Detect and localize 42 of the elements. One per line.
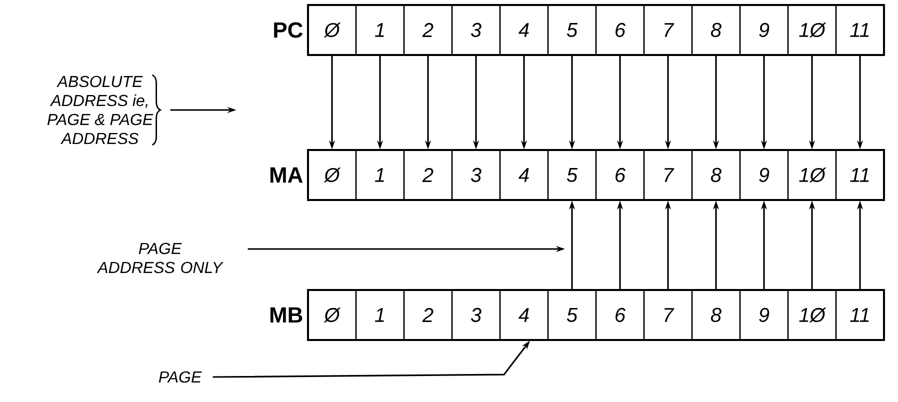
- register-cell: 9: [739, 289, 789, 341]
- register-cell: 3: [451, 4, 501, 56]
- register-cell: 6: [595, 149, 645, 201]
- node-label: MA: [270, 167, 303, 183]
- register-cell: 1Ø: [787, 289, 837, 341]
- register-cell: 8: [691, 289, 741, 341]
- node-label: PC: [274, 22, 303, 38]
- register-cell: 5: [547, 289, 597, 341]
- register-cell: 11: [835, 4, 885, 56]
- register-cell: 4: [499, 149, 549, 201]
- annotation-text: PAGE: [158, 371, 202, 383]
- register-cell: 1: [355, 149, 405, 201]
- register-cell: 11: [835, 289, 885, 341]
- register-cell: Ø: [307, 289, 357, 341]
- register-cell: Ø: [307, 149, 357, 201]
- register-cell: 3: [451, 149, 501, 201]
- register-cell: 5: [547, 4, 597, 56]
- register-cell: 7: [643, 289, 693, 341]
- register-cell: Ø: [307, 4, 357, 56]
- register-cell: 3: [451, 289, 501, 341]
- register-cell: 6: [595, 289, 645, 341]
- register-cell: 1: [355, 4, 405, 56]
- register-cell: 2: [403, 4, 453, 56]
- register-cell: 6: [595, 4, 645, 56]
- register-cell: 4: [499, 289, 549, 341]
- register-cell: 1Ø: [787, 149, 837, 201]
- annotation-text: PAGE ADDRESS ONLY: [96, 242, 224, 274]
- register-cell: 7: [643, 4, 693, 56]
- register-cell: 2: [403, 149, 453, 201]
- register-cell: 9: [739, 4, 789, 56]
- register-cell: 5: [547, 149, 597, 201]
- register-cell: 11: [835, 149, 885, 201]
- register-cell: 7: [643, 149, 693, 201]
- register-cell: 9: [739, 149, 789, 201]
- register-cell: 8: [691, 149, 741, 201]
- register-cell: 2: [403, 289, 453, 341]
- register-cell: 8: [691, 4, 741, 56]
- register-cell: 4: [499, 4, 549, 56]
- annotation-text: ABSOLUTE ADDRESS ie, PAGE & PAGE ADDRESS: [47, 76, 154, 144]
- node-label: MB: [270, 307, 302, 323]
- register-cell: 1Ø: [787, 4, 837, 56]
- register-cell: 1: [355, 289, 405, 341]
